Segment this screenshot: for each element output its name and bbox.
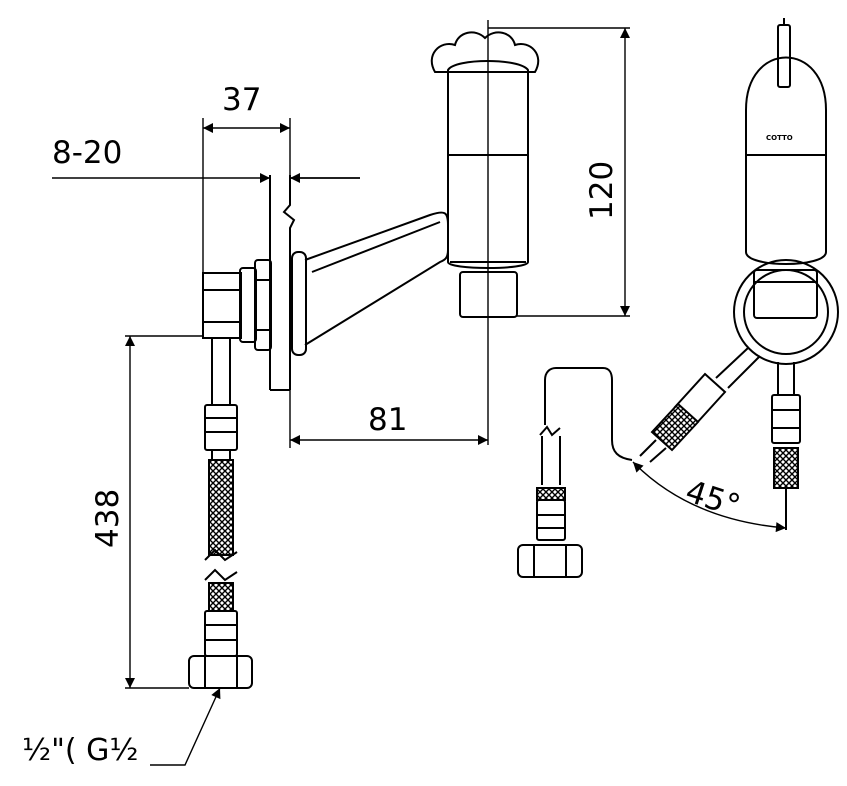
side-view xyxy=(188,31,540,689)
faucet-body xyxy=(447,60,529,269)
front-view: COTTO xyxy=(639,18,839,530)
faucet-body-front xyxy=(745,56,827,265)
wall-flange xyxy=(291,251,307,356)
spout-arm xyxy=(304,211,449,346)
angle-dimension xyxy=(632,461,787,533)
hex-nut-side xyxy=(188,655,253,689)
handle-cross xyxy=(430,31,540,73)
handle-lever-front xyxy=(777,24,791,88)
angled-hose xyxy=(639,347,761,463)
dimension-lines xyxy=(52,20,630,766)
dim-120-label: 120 xyxy=(584,161,620,220)
dim-8-20-label: 8-20 xyxy=(52,135,122,171)
vertical-hose xyxy=(771,362,801,530)
wall-section xyxy=(269,175,296,391)
inlet-fitting xyxy=(202,272,242,339)
hex-nut-detail xyxy=(517,544,583,578)
dim-438-label: 438 xyxy=(90,489,126,548)
supply-hose xyxy=(204,338,238,657)
wall-ring-flange xyxy=(733,259,839,365)
dim-37-label: 37 xyxy=(222,82,261,118)
thread-size-label: ½"( G½ xyxy=(22,733,138,768)
lock-nut xyxy=(254,259,272,351)
dim-81-label: 81 xyxy=(368,402,407,438)
dim-45-label: 45° xyxy=(681,474,744,525)
brand-logo: COTTO xyxy=(766,134,793,142)
routed-hose-detail xyxy=(517,367,633,578)
